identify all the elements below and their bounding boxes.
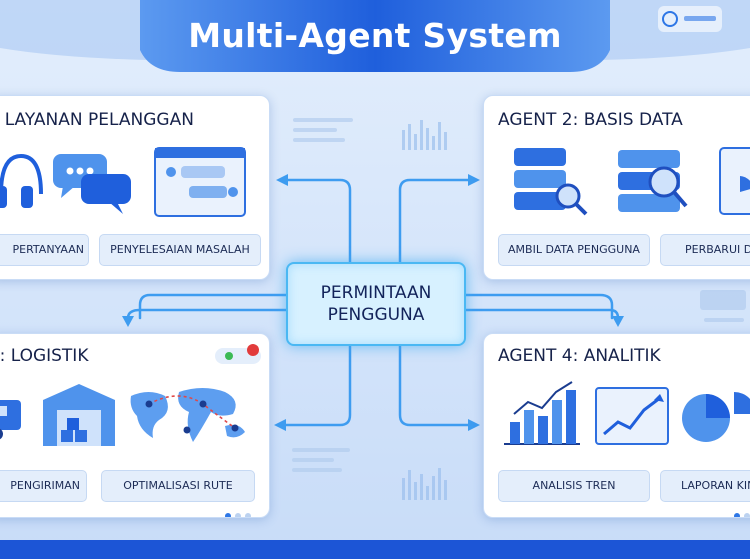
window-controls-icon	[215, 344, 261, 364]
page-title: Multi-Agent System	[188, 16, 562, 55]
database-icon	[618, 150, 688, 212]
report-chart-icon	[719, 147, 750, 215]
action-button[interactable]: OPTIMALISASI RUTE	[101, 470, 255, 502]
agent-card-3[interactable]: AGENT 3: LOGISTIK PENGIRIMAN OPTIMALISAS…	[0, 333, 270, 518]
action-button[interactable]: ANALISIS TREN	[498, 470, 650, 502]
agent-card-2[interactable]: AGENT 2: BASIS DATA AMBIL DATA PENGGUNA …	[483, 95, 750, 280]
agent-title: AGENT 4: ANALITIK	[498, 346, 661, 366]
user-request-node[interactable]: PERMINTAAN PENGGUNA	[286, 262, 466, 346]
agent-title: AGENT 1: LAYANAN PELANGGAN	[0, 110, 194, 130]
pagination-dots	[734, 506, 750, 517]
action-button[interactable]: PENGIRIMAN	[0, 470, 87, 502]
bar-chart-icon	[504, 381, 580, 445]
world-map-route-icon	[130, 388, 245, 442]
agent-card-1[interactable]: AGENT 1: LAYANAN PELANGGAN PERTANYAAN PE…	[0, 95, 270, 280]
agent-title: AGENT 3: LOGISTIK	[0, 346, 89, 366]
header-background	[0, 0, 750, 72]
action-button[interactable]: LAPORAN KINERJA	[660, 470, 750, 502]
bottom-bar	[0, 540, 750, 559]
warehouse-icon	[43, 384, 115, 446]
action-button[interactable]: AMBIL DATA PENGGUNA	[498, 234, 650, 266]
chat-window-icon	[154, 147, 246, 217]
action-button[interactable]: PERBARUI DATA	[660, 234, 750, 266]
action-button[interactable]: PERTANYAAN	[0, 234, 89, 266]
header: Multi-Agent System	[0, 0, 750, 80]
database-search-icon	[514, 148, 588, 216]
line-chart-icon	[595, 387, 669, 445]
pie-chart-icon	[682, 392, 750, 442]
pagination-dots	[225, 506, 255, 517]
center-label-line2: PENGGUNA	[327, 305, 425, 325]
agent-title: AGENT 2: BASIS DATA	[498, 110, 683, 130]
center-label-line1: PERMINTAAN	[320, 283, 432, 303]
truck-icon	[0, 400, 21, 440]
chat-bubbles-icon	[53, 154, 131, 214]
headset-icon	[0, 153, 43, 208]
action-button[interactable]: PENYELESAIAN MASALAH	[99, 234, 261, 266]
agent-card-4[interactable]: AGENT 4: ANALITIK ANALISIS TREN LAPORAN …	[483, 333, 750, 518]
